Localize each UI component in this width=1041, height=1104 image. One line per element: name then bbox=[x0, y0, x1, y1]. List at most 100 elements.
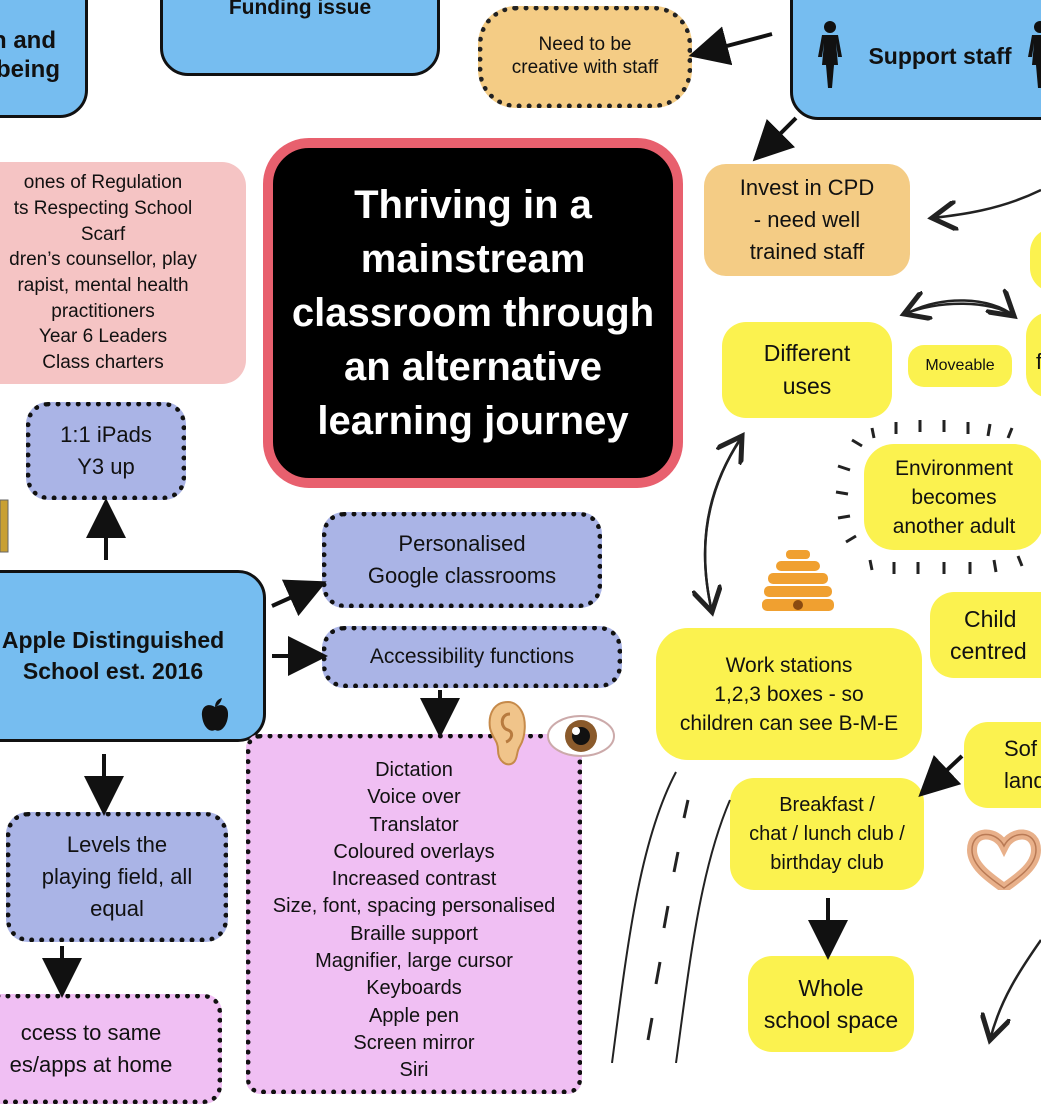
levels-line: playing field, all bbox=[41, 864, 193, 889]
eye-icon bbox=[547, 715, 615, 757]
title-node: Thriving in a mainstream classroom throu… bbox=[263, 138, 683, 488]
apple-icon bbox=[201, 698, 229, 731]
cpd-line: Invest in CPD bbox=[739, 175, 875, 200]
environment-rays bbox=[835, 420, 1024, 574]
creative-line-1: Need to be bbox=[538, 34, 632, 56]
funding-label: Funding issue bbox=[228, 0, 372, 19]
ipads-line-1: 1:1 iPads bbox=[60, 422, 152, 447]
arrow bbox=[990, 939, 1041, 1040]
arrow bbox=[932, 188, 1041, 218]
figure-partial-left bbox=[0, 499, 9, 553]
feature-item: Apple pen bbox=[368, 1004, 460, 1027]
work-line: Work stations bbox=[725, 653, 853, 677]
regulation-line: Year 6 Leaders bbox=[38, 326, 168, 348]
regulation-line: ts Respecting School bbox=[13, 198, 193, 220]
regulation-line: dren’s counsellor, play bbox=[9, 249, 197, 271]
wellbeing-line-2: -being bbox=[0, 56, 60, 83]
ipads-node: 1:1 iPads Y3 up bbox=[26, 402, 186, 500]
feature-item: Coloured overlays bbox=[333, 840, 495, 863]
cpd-node: Invest in CPD - need well trained staff bbox=[704, 164, 910, 276]
title-line: learning journey bbox=[317, 399, 629, 443]
feature-item: Magnifier, large cursor bbox=[315, 950, 513, 973]
child-line: centred bbox=[950, 638, 1027, 664]
regulation-line: Class charters bbox=[42, 351, 164, 373]
whole-school-node: Whole school space bbox=[748, 956, 914, 1052]
accessibility-label: Accessibility functions bbox=[369, 645, 575, 669]
breakfast-node: Breakfast / chat / lunch club / birthday… bbox=[730, 778, 924, 890]
road-icon bbox=[611, 771, 731, 1063]
feature-item: Translator bbox=[369, 813, 459, 836]
feature-item: Size, font, spacing personalised bbox=[272, 895, 556, 918]
feature-item: Keyboards bbox=[366, 977, 462, 1000]
ipads-line-2: Y3 up bbox=[77, 454, 135, 479]
feature-item: Increased contrast bbox=[331, 868, 497, 891]
whole-line: Whole bbox=[798, 975, 864, 1001]
breakfast-line: Breakfast / bbox=[779, 793, 875, 816]
arrow bbox=[752, 116, 798, 162]
person-icon bbox=[1028, 21, 1041, 88]
title-line: an alternative bbox=[344, 345, 602, 389]
environment-node: Environment becomes another adult bbox=[864, 444, 1041, 550]
cpd-line: trained staff bbox=[749, 239, 865, 264]
environment-line: another adult bbox=[892, 514, 1016, 538]
apple-line-1: Apple Distinguished bbox=[1, 627, 225, 653]
whole-line: school space bbox=[763, 1007, 899, 1033]
regulation-line: ones of Regulation bbox=[23, 172, 183, 194]
different-line: uses bbox=[782, 373, 832, 399]
creative-line-2: creative with staff bbox=[511, 57, 659, 78]
regulation-line: Scarf bbox=[80, 223, 126, 245]
work-stations-node: Work stations 1,2,3 boxes - so children … bbox=[656, 628, 922, 760]
personalised-line-2: Google classrooms bbox=[367, 563, 557, 588]
breakfast-line: chat / lunch club / bbox=[749, 822, 905, 845]
environment-line: becomes bbox=[911, 485, 997, 509]
soft-line: Sof bbox=[1004, 736, 1038, 761]
feature-item: Dictation bbox=[375, 759, 453, 781]
child-line: Child bbox=[964, 606, 1017, 632]
regulation-line: practitioners bbox=[51, 300, 155, 322]
moveable-label: Moveable bbox=[925, 357, 995, 375]
arrow bbox=[703, 436, 742, 613]
feature-item: Voice over bbox=[367, 786, 461, 809]
different-uses-node: Different uses bbox=[722, 322, 892, 418]
levels-line: Levels the bbox=[66, 832, 168, 857]
right-partial-node bbox=[1030, 228, 1041, 292]
personalised-line-1: Personalised bbox=[398, 531, 526, 556]
heart-hands-icon bbox=[966, 829, 1041, 890]
moveable-node: Moveable bbox=[908, 345, 1012, 387]
apple-line-2: School est. 2016 bbox=[22, 658, 204, 684]
levels-line: equal bbox=[90, 896, 144, 921]
title-line: classroom through bbox=[291, 291, 655, 335]
access-line: ccess to same bbox=[20, 1020, 162, 1045]
title-line: Thriving in a bbox=[354, 183, 592, 227]
arrow bbox=[904, 304, 1015, 316]
child-centred-node: Child centred bbox=[930, 592, 1041, 678]
wellbeing-node: n and -being bbox=[0, 0, 88, 118]
work-line: 1,2,3 boxes - so bbox=[714, 682, 864, 706]
right-f-label: f bbox=[1036, 348, 1041, 374]
arrow bbox=[918, 754, 964, 797]
funding-node: Funding issue bbox=[160, 0, 440, 76]
creative-node: Need to be creative with staff bbox=[478, 6, 692, 108]
beehive-icon bbox=[762, 550, 834, 611]
features-node: Dictation Voice over Translator Coloured… bbox=[246, 734, 582, 1094]
regulation-line: rapist, mental health bbox=[17, 275, 189, 296]
cpd-line: - need well bbox=[753, 207, 861, 232]
wellbeing-line-1: n and bbox=[0, 27, 56, 55]
soft-line: landi bbox=[1004, 768, 1041, 793]
arrow bbox=[688, 26, 773, 66]
right-f-node: f bbox=[1026, 312, 1041, 398]
different-line: Different bbox=[763, 340, 851, 366]
accessibility-node: Accessibility functions bbox=[322, 626, 622, 688]
breakfast-line: birthday club bbox=[770, 851, 884, 874]
arrow bbox=[271, 579, 327, 617]
ear-icon bbox=[488, 700, 526, 766]
support-staff-label: Support staff bbox=[868, 43, 1012, 70]
person-icon bbox=[818, 21, 842, 88]
regulation-node: ones of Regulation ts Respecting School … bbox=[0, 162, 246, 384]
feature-item: Braille support bbox=[350, 922, 478, 945]
work-line: children can see B-M-E bbox=[679, 711, 899, 735]
title-line: mainstream bbox=[360, 237, 586, 281]
personalised-node: Personalised Google classrooms bbox=[322, 512, 602, 608]
feature-item: Screen mirror bbox=[353, 1031, 475, 1054]
soft-landing-node: Sof landi bbox=[964, 722, 1041, 808]
